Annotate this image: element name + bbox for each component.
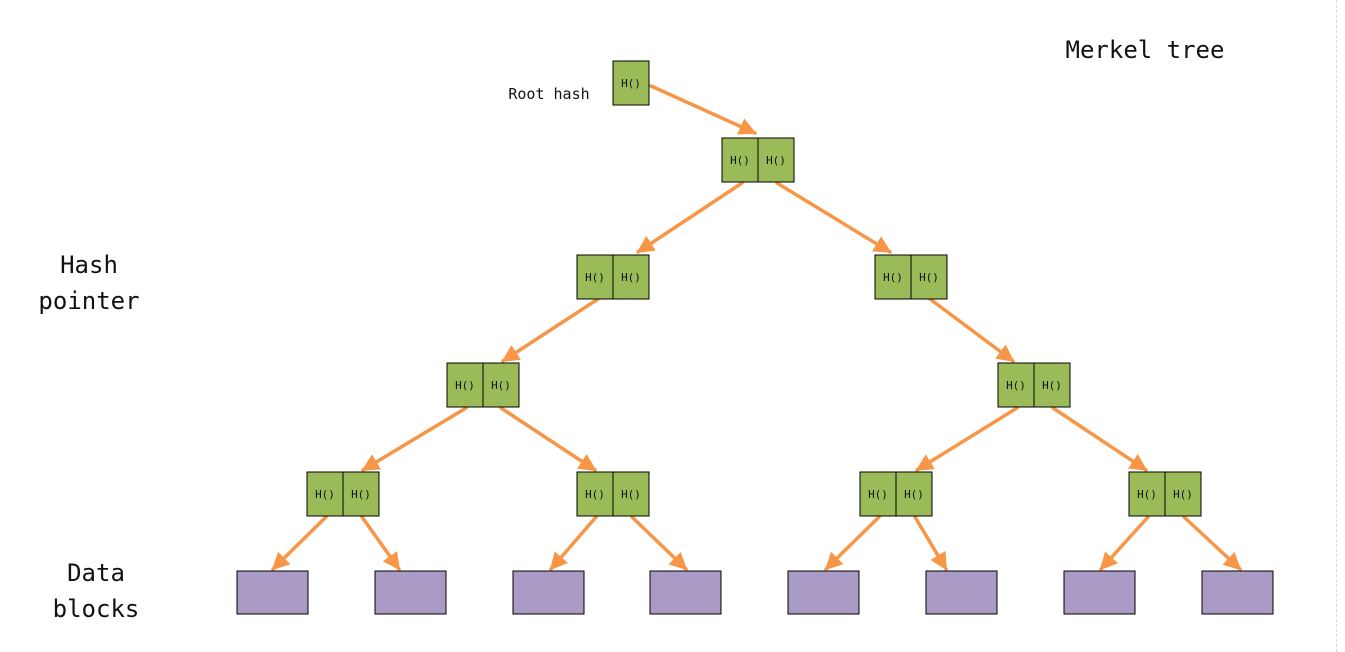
data-block bbox=[236, 570, 309, 615]
hash-pointer-arrow bbox=[501, 297, 600, 363]
hash-node: H() H() bbox=[874, 254, 948, 300]
hash-node: H() H() bbox=[446, 362, 520, 408]
hash-pointer-arrow bbox=[775, 181, 892, 254]
data-block bbox=[787, 570, 860, 615]
hash-cell bbox=[874, 254, 912, 300]
hash-cell-label: H() bbox=[730, 154, 750, 167]
hash-cell-label: H() bbox=[491, 379, 511, 392]
hash-node: H() H() bbox=[576, 471, 650, 517]
hash-cell bbox=[721, 137, 759, 183]
hash-cell bbox=[342, 471, 380, 517]
hash-cell bbox=[859, 471, 897, 517]
hash-pointer-arrow bbox=[360, 515, 401, 571]
hash-pointer-arrow bbox=[499, 406, 597, 472]
hash-cell-label: H() bbox=[1137, 488, 1157, 501]
data-block bbox=[512, 570, 585, 615]
hash-node: H() H() bbox=[859, 471, 933, 517]
hash-cell-label: H() bbox=[868, 488, 888, 501]
page-edge-rule bbox=[1336, 0, 1337, 652]
hash-cell bbox=[757, 137, 795, 183]
hash-node: H() bbox=[612, 60, 650, 106]
hash-cell-label: H() bbox=[585, 271, 605, 284]
hash-cell bbox=[1033, 362, 1071, 408]
hash-cell bbox=[612, 60, 650, 106]
hash-cell bbox=[306, 471, 344, 517]
hash-cell bbox=[997, 362, 1035, 408]
data-blocks bbox=[236, 570, 1274, 615]
data-blocks-label-line2: blocks bbox=[53, 595, 140, 623]
hash-pointer-arrow bbox=[915, 406, 1019, 472]
hash-pointer-arrow bbox=[549, 515, 598, 571]
hash-cell-label: H() bbox=[315, 488, 335, 501]
hash-cell-label: H() bbox=[1173, 488, 1193, 501]
root-hash-label: Root hash bbox=[508, 85, 589, 103]
hash-cell-label: H() bbox=[455, 379, 475, 392]
hash-pointer-label-line1: Hash bbox=[60, 251, 118, 279]
hash-cell-label: H() bbox=[904, 488, 924, 501]
hash-cell-label: H() bbox=[1006, 379, 1026, 392]
diagram-title: Merkel tree bbox=[1066, 36, 1225, 64]
hash-pointer-arrow bbox=[361, 406, 468, 472]
hash-pointer-label-line2: pointer bbox=[38, 287, 139, 315]
hash-pointer-arrow bbox=[824, 515, 881, 571]
hash-cell bbox=[1128, 471, 1166, 517]
hash-cell bbox=[895, 471, 933, 517]
hash-pointer-arrow bbox=[928, 297, 1015, 363]
hash-cell-label: H() bbox=[1042, 379, 1062, 392]
hash-cell-label: H() bbox=[621, 488, 641, 501]
hash-pointer-arrow bbox=[271, 515, 328, 571]
hash-cell bbox=[612, 471, 650, 517]
hash-cell-label: H() bbox=[919, 271, 939, 284]
hash-cell-label: H() bbox=[351, 488, 371, 501]
data-block bbox=[649, 570, 722, 615]
hash-cell bbox=[482, 362, 520, 408]
hash-cell bbox=[1164, 471, 1202, 517]
hash-pointer-arrow bbox=[649, 84, 757, 135]
hash-pointer-arrow bbox=[630, 515, 688, 571]
hash-cell-label: H() bbox=[883, 271, 903, 284]
hash-node: H() H() bbox=[1128, 471, 1202, 517]
hash-cell-label: H() bbox=[585, 488, 605, 501]
hash-cell bbox=[576, 254, 614, 300]
data-block bbox=[925, 570, 998, 615]
hash-node: H() H() bbox=[721, 137, 795, 183]
data-block bbox=[1201, 570, 1274, 615]
hash-pointer-arrows bbox=[271, 84, 1242, 571]
hash-pointer-arrow bbox=[1182, 515, 1242, 571]
data-blocks-label-line1: Data bbox=[67, 559, 125, 587]
data-block bbox=[1063, 570, 1136, 615]
hash-pointer-arrow bbox=[1099, 515, 1150, 571]
hash-nodes: H()H()H()H()H()H()H()H()H()H()H()H()H()H… bbox=[306, 60, 1202, 517]
hash-cell bbox=[576, 471, 614, 517]
hash-pointer-arrow bbox=[913, 515, 948, 571]
hash-cell-label: H() bbox=[621, 77, 641, 90]
hash-cell bbox=[910, 254, 948, 300]
hash-pointer-arrow bbox=[1051, 406, 1148, 472]
hash-cell bbox=[446, 362, 484, 408]
hash-cell-label: H() bbox=[621, 271, 641, 284]
hash-cell bbox=[612, 254, 650, 300]
hash-pointer-arrow bbox=[636, 181, 744, 254]
hash-node: H() H() bbox=[576, 254, 650, 300]
hash-cell-label: H() bbox=[766, 154, 786, 167]
hash-node: H() H() bbox=[997, 362, 1071, 408]
data-block bbox=[374, 570, 447, 615]
hash-node: H() H() bbox=[306, 471, 380, 517]
